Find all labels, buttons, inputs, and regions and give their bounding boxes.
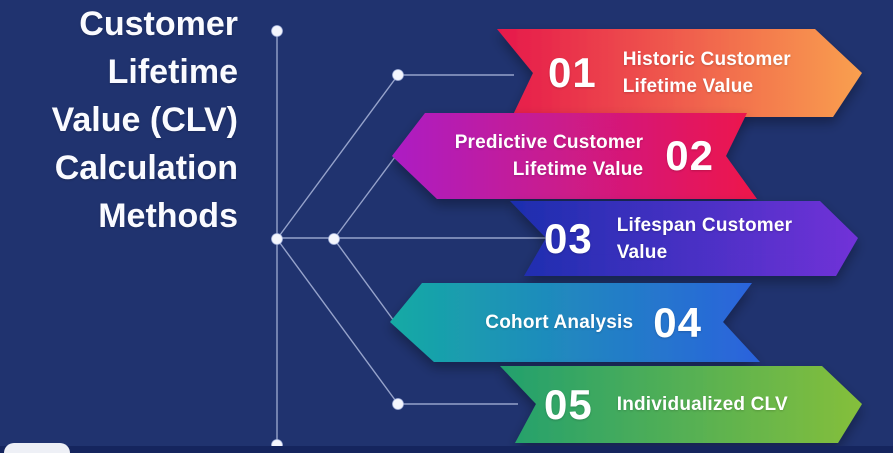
method-item-4: Cohort Analysis 04 [452, 283, 702, 362]
method-arrow-4 [390, 283, 760, 362]
method-label-4-line-1: Cohort Analysis [485, 312, 634, 333]
method-item-3: 03 Lifespan Customer Value [544, 201, 824, 276]
method-number-1: 01 [548, 49, 597, 96]
connector-dot-hub [271, 233, 283, 245]
method-arrow-5 [500, 366, 862, 443]
connector-line-to-2 [333, 152, 399, 240]
method-number-4: 04 [653, 298, 702, 346]
page-title-line-5: Methods [98, 197, 238, 235]
connector-dot-row1 [392, 69, 404, 81]
connector-line-to-1a [276, 74, 399, 240]
page-title: Customer Lifetime Value (CLV) Calculatio… [0, 0, 238, 240]
method-label-3-line-2: Value [616, 241, 668, 263]
method-arrow-3 [510, 201, 858, 276]
method-label-1: Historic Customer Lifetime Value [623, 46, 791, 100]
method-number-5: 05 [544, 380, 593, 428]
corner-watermark [4, 443, 70, 453]
method-label-5-line-1: Individualized CLV [616, 394, 788, 415]
method-arrow-2 [392, 113, 757, 199]
page-title-line-2: Lifetime [107, 53, 238, 91]
method-label-3-line-1: Lifespan Customer [616, 214, 793, 236]
page-title-line-1: Customer [79, 5, 238, 43]
method-arrow-1 [497, 29, 862, 117]
method-label-3: Lifespan Customer Value [617, 212, 793, 266]
connector-line-to-4 [333, 238, 395, 322]
method-number-3: 03 [544, 214, 593, 262]
method-label-1-line-1: Historic Customer [622, 49, 791, 70]
connector-dot-top [271, 25, 283, 37]
method-label-2-line-2: Lifetime Value [512, 159, 644, 180]
method-label-2-line-1: Predictive Customer [454, 132, 644, 153]
connector-dot-row5 [392, 398, 404, 410]
method-label-5: Individualized CLV [617, 391, 788, 418]
method-label-1-line-2: Lifetime Value [622, 76, 754, 97]
page-title-line-3: Value (CLV) [51, 101, 238, 139]
connector-line-to-5a [276, 238, 399, 405]
connector-dot-hub2 [328, 233, 340, 245]
method-number-2: 02 [665, 132, 714, 179]
method-item-1: 01 Historic Customer Lifetime Value [548, 29, 828, 117]
method-item-5: 05 Individualized CLV [544, 366, 834, 443]
bottom-band [0, 446, 893, 453]
method-label-4: Cohort Analysis [485, 309, 633, 336]
method-item-2: Predictive Customer Lifetime Value 02 [428, 113, 714, 199]
page-title-line-4: Calculation [54, 149, 238, 187]
method-label-2: Predictive Customer Lifetime Value [455, 129, 644, 183]
